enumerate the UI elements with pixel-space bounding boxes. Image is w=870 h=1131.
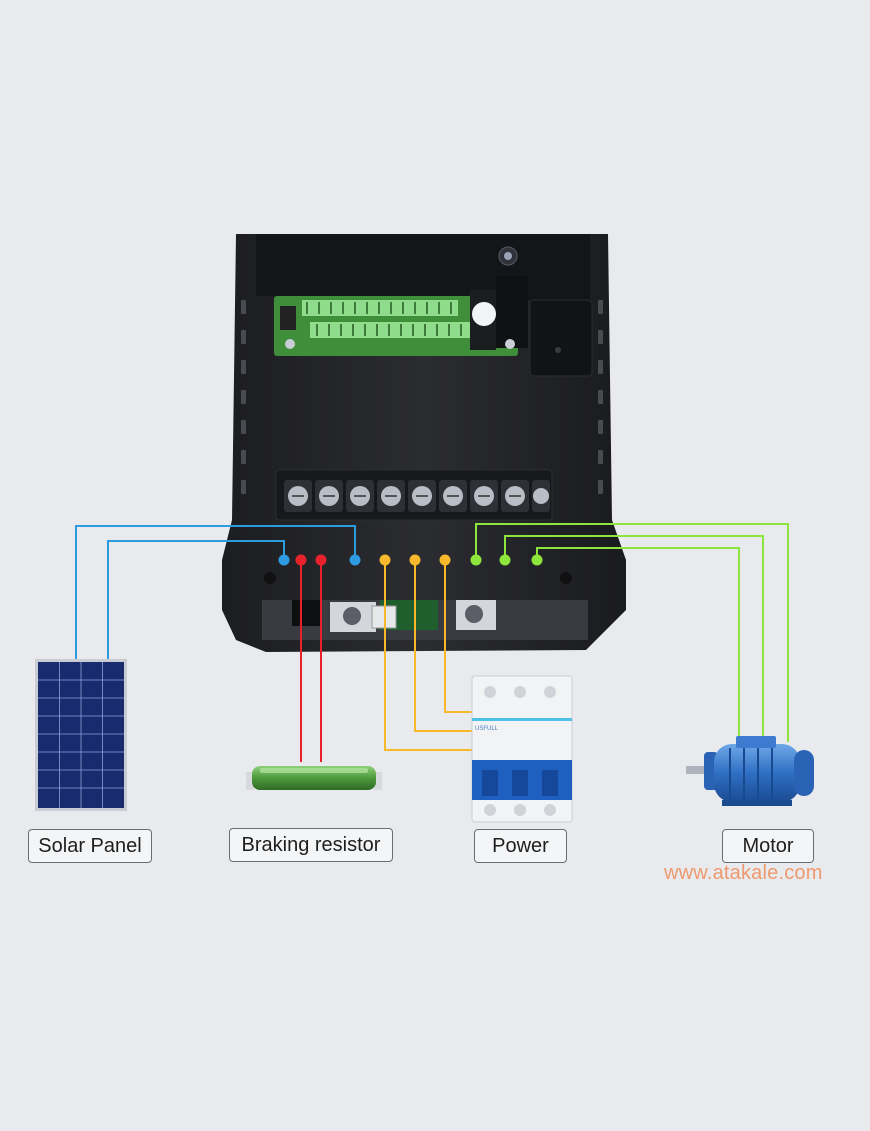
solar-wires	[75, 525, 356, 660]
braking-resistor-label: Braking resistor	[229, 828, 393, 862]
braking-resistor-icon	[246, 766, 382, 790]
motor-label: Motor	[722, 829, 814, 863]
solar-panel-icon	[35, 659, 127, 811]
motor-icon	[686, 736, 814, 806]
motor-wires	[475, 523, 789, 742]
terminal-dots	[278, 554, 543, 566]
brake-wires	[300, 560, 322, 762]
power-label: Power	[474, 829, 567, 863]
watermark: www.atakale.com	[664, 862, 823, 884]
inverter-icon	[222, 234, 626, 652]
circuit-breaker-icon: USFULL	[471, 675, 573, 823]
breaker-brand: USFULL	[475, 726, 499, 732]
solar-panel-label: Solar Panel	[28, 829, 152, 863]
power-wires	[384, 560, 478, 751]
